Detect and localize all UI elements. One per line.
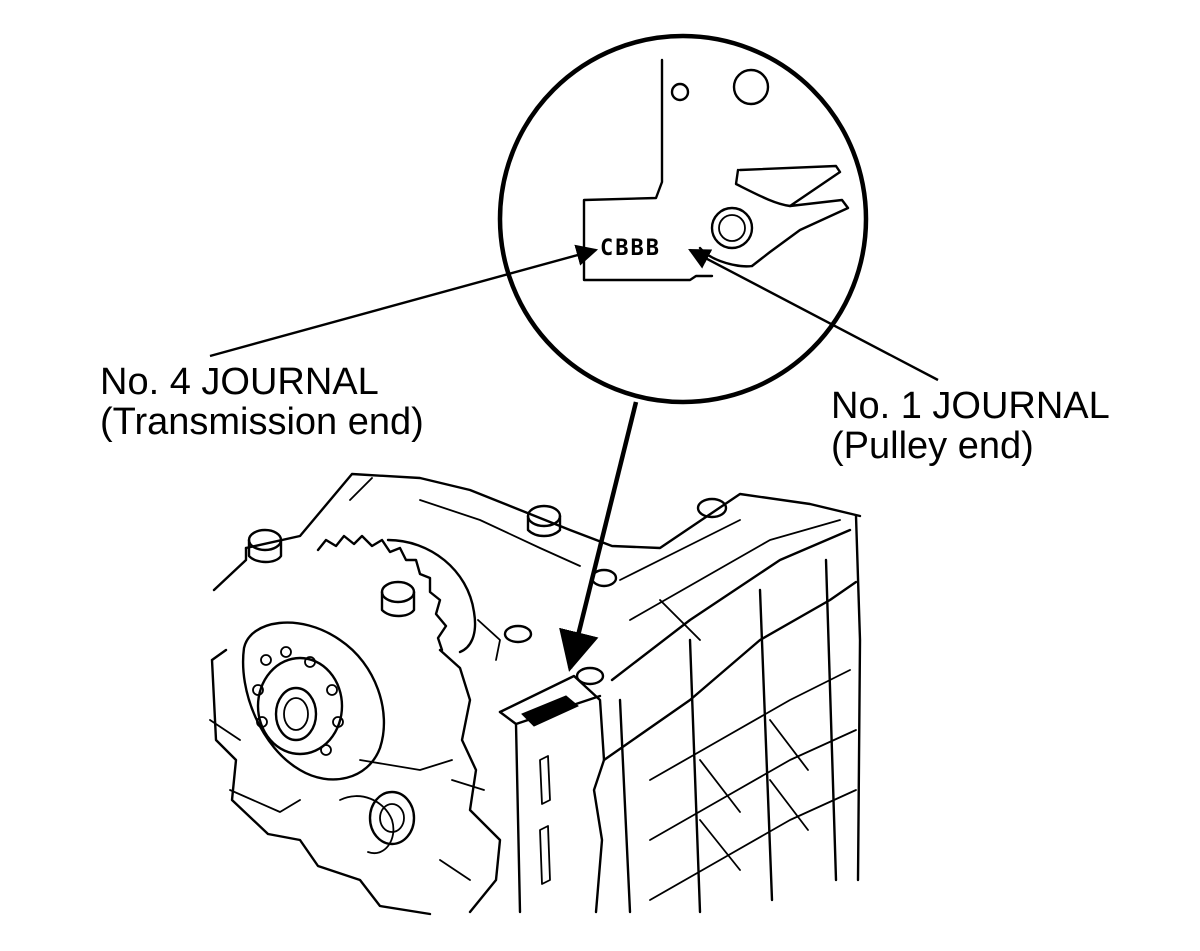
block-right-edge xyxy=(854,514,862,882)
journal-code-stamp: CBBB xyxy=(600,236,661,261)
block-center-web xyxy=(438,648,502,914)
block-ribs xyxy=(618,558,838,914)
block-top-deck-inner xyxy=(349,477,581,567)
block-center-web-2 xyxy=(439,619,501,881)
casting-edge-line xyxy=(582,58,714,282)
block-upper-rail xyxy=(619,519,841,641)
journal-code-pad xyxy=(521,695,579,727)
no1-journal-callout: No. 1 JOURNAL (Pulley end) xyxy=(831,386,1110,466)
front-cover-contour xyxy=(210,546,432,916)
block-right-skirt xyxy=(602,528,858,762)
small-hole xyxy=(670,82,690,102)
no4-journal-subtitle: (Transmission end) xyxy=(100,401,424,443)
bracket-hole-inner xyxy=(718,214,746,242)
bracket-upper-edge xyxy=(734,168,792,208)
no4-journal-callout: No. 4 JOURNAL (Transmission end) xyxy=(100,362,424,442)
no1-journal-subtitle: (Pulley end) xyxy=(831,425,1034,467)
crank-pulley xyxy=(241,621,386,781)
no1-leader-arrow xyxy=(688,248,939,382)
bolt-hole xyxy=(732,68,770,106)
bracket-hole xyxy=(710,206,754,250)
no1-journal-title: No. 1 JOURNAL xyxy=(831,385,1110,427)
bracket-outline xyxy=(738,164,850,268)
sprocket-hub xyxy=(386,538,477,654)
magnifier-pointer-arrow xyxy=(559,401,639,672)
magnified-detail: CBBB xyxy=(497,33,869,405)
front-cover-detail xyxy=(209,719,453,855)
block-lattice xyxy=(649,669,857,901)
no4-journal-title: No. 4 JOURNAL xyxy=(100,361,379,403)
cover-boss xyxy=(368,790,416,846)
engine-block xyxy=(209,472,862,916)
magnifier-circle xyxy=(497,33,869,405)
no4-leader-arrow xyxy=(209,244,599,358)
cam-sprocket xyxy=(316,534,448,652)
block-top-deck xyxy=(244,472,862,550)
cover-boss-inner xyxy=(379,803,405,833)
top-bolts xyxy=(247,497,728,686)
front-face-slots xyxy=(539,755,551,885)
